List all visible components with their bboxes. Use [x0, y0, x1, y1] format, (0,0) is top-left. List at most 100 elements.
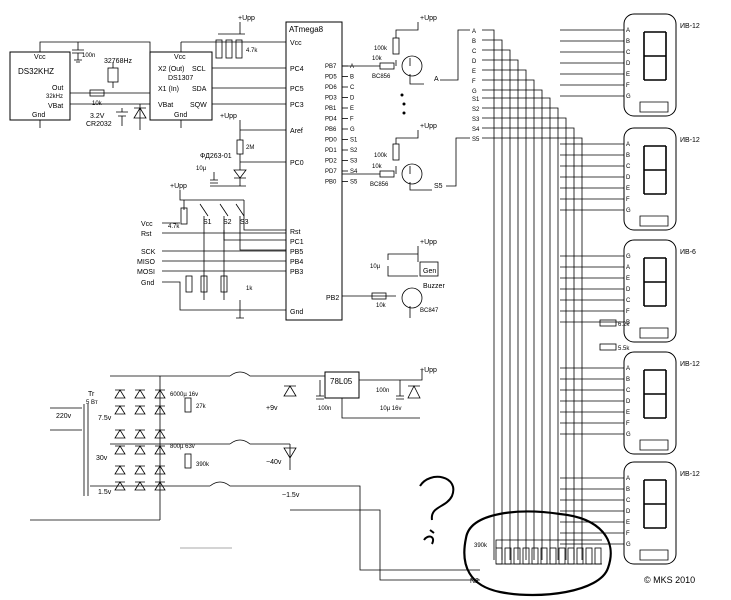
- net-s5-label: S5: [434, 183, 443, 190]
- ds32-gnd-label: Gnd: [32, 112, 45, 119]
- display-5-pin-e: E: [626, 520, 630, 526]
- res-27k-label: 27k: [196, 404, 207, 410]
- res-390k-label: 390k: [196, 462, 210, 468]
- mcu-pin-pb1: PB1: [325, 106, 337, 112]
- mcu-net-s3: S3: [350, 159, 358, 165]
- bus-label-s5: S5: [472, 137, 480, 143]
- cap-100n-psu-label: 100n: [318, 406, 331, 412]
- bus-label-a: A: [472, 29, 476, 35]
- switch-s1-label: S1: [203, 219, 212, 226]
- vfd-displays: ИВ-12ABCDEFGИВ-12ABCDEFGИВ-6GAEDCFBИВ-12…: [560, 13, 700, 565]
- ds1307-vcc-label: Vcc: [174, 54, 186, 61]
- array-resistor-1: [495, 547, 503, 565]
- bus-line-e: [482, 69, 527, 560]
- bus-line-s5: [482, 137, 583, 560]
- photodiode-label: ФД263-01: [200, 153, 232, 160]
- mcu-pin-pb5: PB5: [290, 249, 303, 256]
- battery-type-label: CR2032: [86, 121, 112, 128]
- copyright-text: © MKS 2010: [644, 575, 695, 585]
- display-5-title: ИВ-12: [680, 471, 700, 478]
- display-1-pin-c: C: [626, 50, 631, 56]
- diode-0-1-0: [134, 389, 146, 399]
- mcu-pin-pc4: PC4: [290, 66, 304, 73]
- array-resistor-8: [558, 547, 566, 565]
- bus-label-s2: S2: [472, 107, 480, 113]
- switch-s2-label: S2: [223, 219, 232, 226]
- transistor-q1-label: BC856: [372, 74, 391, 80]
- mcu-pin-pd4: PD4: [325, 117, 337, 123]
- display-5-pin-b: B: [626, 487, 630, 493]
- diode-bridges: [114, 389, 166, 491]
- rail-9v-label: +9v: [266, 405, 278, 412]
- ds32khz-chip: Vcc DS32KHZ Out 32kHz VBat Gnd: [9, 51, 71, 121]
- ds32-vcc-label: Vcc: [34, 54, 46, 61]
- bus-line-d: [482, 59, 519, 560]
- display-1-pin-f: F: [626, 83, 630, 89]
- hand-drawn-question-mark: [419, 476, 455, 545]
- upp-label-q2: +Upp: [420, 123, 437, 130]
- res-100k-label-1: 100k: [374, 46, 388, 52]
- array-resistor-3: [513, 547, 521, 565]
- mcu-pin-pd1: PD1: [325, 148, 337, 154]
- ds1307-title: DS1307: [168, 75, 193, 82]
- mcu-net-f: F: [350, 117, 354, 123]
- diode-1-1-0: [134, 429, 146, 439]
- ds32-vbat-label: VBat: [48, 103, 63, 110]
- transistor-q3-label: BC847: [420, 308, 439, 314]
- mcu-pin-pb3: PB3: [290, 269, 303, 276]
- array-resistor-12: [594, 547, 602, 565]
- cap-6000u-label: 6000µ 16v: [170, 392, 198, 398]
- ds1307-gnd-label: Gnd: [174, 112, 187, 119]
- ds1307-vbat-label: VBat: [158, 102, 173, 109]
- upp-label-aref: +Upp: [220, 113, 237, 120]
- display-1-pin-a: A: [626, 28, 630, 34]
- mcu-pin-pd2: PD2: [325, 159, 337, 165]
- bus-line-s3: [482, 117, 567, 560]
- ds32-out-label: Out: [52, 85, 63, 92]
- res-array-label: 390k: [474, 543, 488, 549]
- ds1307-x1-label: X1 (In): [158, 86, 179, 93]
- display-1-pin-g: G: [626, 94, 631, 100]
- diode-0-1-1: [134, 405, 146, 415]
- mcu-net-a: A: [350, 64, 354, 70]
- mcu-pin-pb2: PB2: [326, 295, 339, 302]
- generator-label: Gen: [423, 268, 436, 275]
- res-10k-label-2: 10k: [372, 164, 383, 170]
- display-3-pin-e: E: [626, 276, 630, 282]
- upp-label-psu: +Upp: [420, 367, 437, 374]
- ds1307-scl-label: SCL: [192, 66, 206, 73]
- display-5-pin-a: A: [626, 476, 630, 482]
- transformer-label: Tr: [88, 391, 95, 398]
- res-10k-label: 10k: [92, 101, 103, 107]
- rail-15v-label: ~1.5v: [282, 492, 300, 499]
- display-4-pin-b: B: [626, 377, 630, 383]
- res-55k-label: 5.5k: [618, 346, 630, 352]
- battery-voltage-label: 3.2V: [90, 113, 105, 120]
- diode-2-0-0: [114, 465, 126, 475]
- display-1-pin-d: D: [626, 61, 631, 67]
- isp-mosi-label: MOSI: [137, 269, 155, 276]
- cap-buzzer-label: 10µ: [370, 264, 381, 270]
- mcu-pin-vcc: Vcc: [290, 40, 302, 47]
- mcu-net-b: B: [350, 75, 354, 81]
- mcu-net-s1: S1: [350, 138, 358, 144]
- ds1307-x2-label: X2 (Out): [158, 66, 184, 73]
- upp-label-top: +Upp: [238, 15, 255, 22]
- cap-100n-label: 100n: [82, 53, 95, 59]
- display-3-title: ИВ-6: [680, 249, 696, 256]
- display-3-pin-g: G: [626, 254, 631, 260]
- display-2-pin-f: F: [626, 197, 630, 203]
- mcu-net-g: G: [350, 127, 355, 133]
- bus-label-c: C: [472, 49, 477, 55]
- switch-s3-label: S3: [240, 219, 249, 226]
- display-1-pin-b: B: [626, 39, 630, 45]
- display-3-pin-d: D: [626, 287, 631, 293]
- diode-0-0-1: [114, 405, 126, 415]
- ds1307-sda-label: SDA: [192, 86, 207, 93]
- display-4-pin-g: G: [626, 432, 631, 438]
